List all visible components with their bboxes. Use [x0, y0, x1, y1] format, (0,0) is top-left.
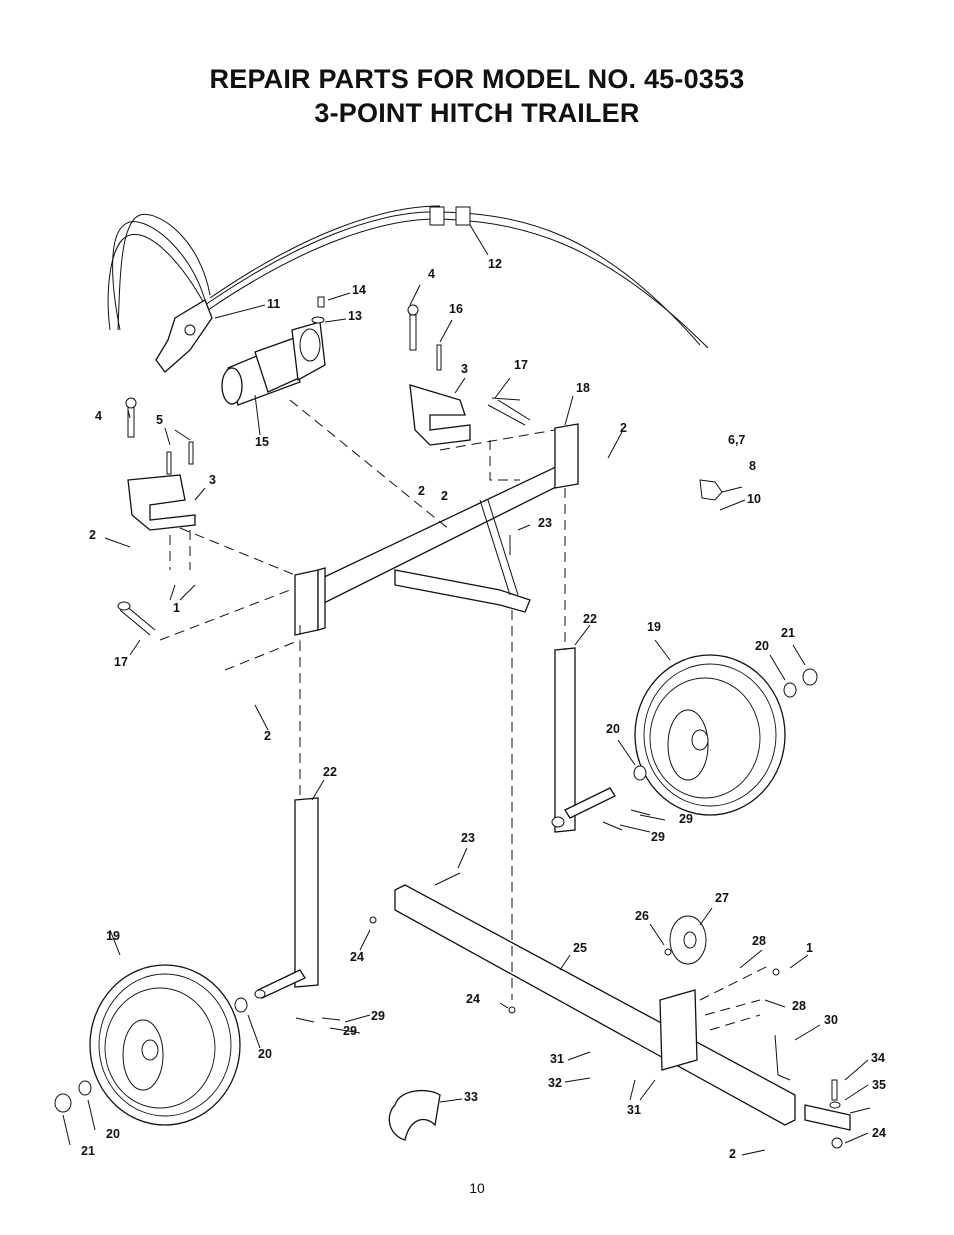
mount-bracket-right	[409, 384, 471, 446]
callout-28-right-b: 29	[651, 830, 665, 844]
callout-27-bottom: 28	[792, 999, 806, 1013]
callout-22-bottom: 23	[461, 831, 475, 845]
callout-23-left: 24	[350, 950, 364, 964]
diagram-title-line2: 3-POINT HITCH TRAILER	[314, 98, 640, 128]
callout-34: 35	[872, 1078, 886, 1092]
callout-9: 10	[747, 492, 761, 506]
callout-15: 16	[449, 302, 463, 316]
callout-25: 26	[635, 909, 649, 923]
callout-24: 25	[573, 941, 587, 955]
callout-32: 33	[464, 1090, 478, 1104]
callout-6-7: 6,7	[728, 433, 745, 447]
callout-4-right: 4	[428, 267, 435, 281]
callout-19-right-outer: 20	[755, 639, 769, 653]
callout-33: 34	[871, 1051, 885, 1065]
callout-2-bottom: 2	[729, 1147, 736, 1161]
main-frame	[294, 423, 579, 636]
wheel-left	[89, 964, 241, 1126]
diagram-title-line1: REPAIR PARTS FOR MODEL NO. 45-0353	[209, 64, 745, 94]
leader-lines	[62, 224, 871, 1156]
callout-11: 12	[488, 257, 502, 271]
callout-20-right: 21	[781, 626, 795, 640]
callout-2-bracket-b: 2	[441, 489, 448, 503]
callout-2-mid: 2	[264, 729, 271, 743]
axle-beam	[394, 884, 851, 1131]
hitch-pins	[117, 304, 531, 636]
callout-28-left-b: 29	[343, 1024, 357, 1038]
callout-2-bracket-a: 2	[418, 484, 425, 498]
callout-29: 30	[824, 1013, 838, 1027]
callout-10: 11	[267, 297, 280, 311]
callout-20-left: 21	[81, 1144, 95, 1158]
callout-3-left: 3	[209, 473, 216, 487]
callout-8: 8	[749, 459, 756, 473]
callout-4-left: 4	[95, 409, 102, 423]
callout-2-left: 2	[89, 528, 96, 542]
page-number: 10	[469, 1180, 485, 1196]
callout-19-right-inner: 20	[606, 722, 620, 736]
callout-28-right-a: 29	[679, 812, 693, 826]
callout-30-top: 31	[550, 1052, 564, 1066]
callout-18-right: 19	[647, 620, 661, 634]
mount-bracket-left	[127, 474, 196, 531]
callout-17: 18	[576, 381, 590, 395]
callout-1-left: 1	[173, 601, 180, 615]
callout-3-right: 3	[461, 362, 468, 376]
callout-12: 13	[348, 309, 362, 323]
callout-26: 27	[715, 891, 729, 905]
callout-18-left: 19	[106, 929, 120, 943]
support-leg-left	[254, 797, 319, 999]
callout-1-right: 1	[806, 941, 813, 955]
wheel-right	[634, 654, 786, 816]
callout-13: 14	[352, 283, 366, 297]
callout-23-right: 24	[872, 1126, 886, 1140]
callout-2-frame: 2	[620, 421, 627, 435]
callout-21-left: 22	[323, 765, 337, 779]
callout-27-top: 28	[752, 934, 766, 948]
callout-16-left: 17	[114, 655, 128, 669]
callout-22-top: 23	[538, 516, 552, 530]
callout-labels: 12 11 14 13 15 4 16 3 17 18 2 6,7 8 10 4…	[81, 257, 886, 1161]
hardware-washers-nuts	[54, 479, 843, 1149]
callout-14: 15	[255, 435, 269, 449]
callout-21-right: 22	[583, 612, 597, 626]
callout-28-left-a: 29	[371, 1009, 385, 1023]
callout-31: 32	[548, 1076, 562, 1090]
callout-23-mid: 24	[466, 992, 480, 1006]
callout-19-left-outer: 20	[106, 1127, 120, 1141]
hydraulic-hose-assembly	[107, 205, 709, 373]
assembly-lines	[159, 399, 771, 1031]
callout-30-bottom: 31	[627, 1103, 641, 1117]
winch-assembly	[221, 296, 326, 406]
support-leg-right	[551, 647, 616, 833]
callout-5: 5	[156, 413, 163, 427]
callout-19-left-inner: 20	[258, 1047, 272, 1061]
callout-16-right: 17	[514, 358, 528, 372]
